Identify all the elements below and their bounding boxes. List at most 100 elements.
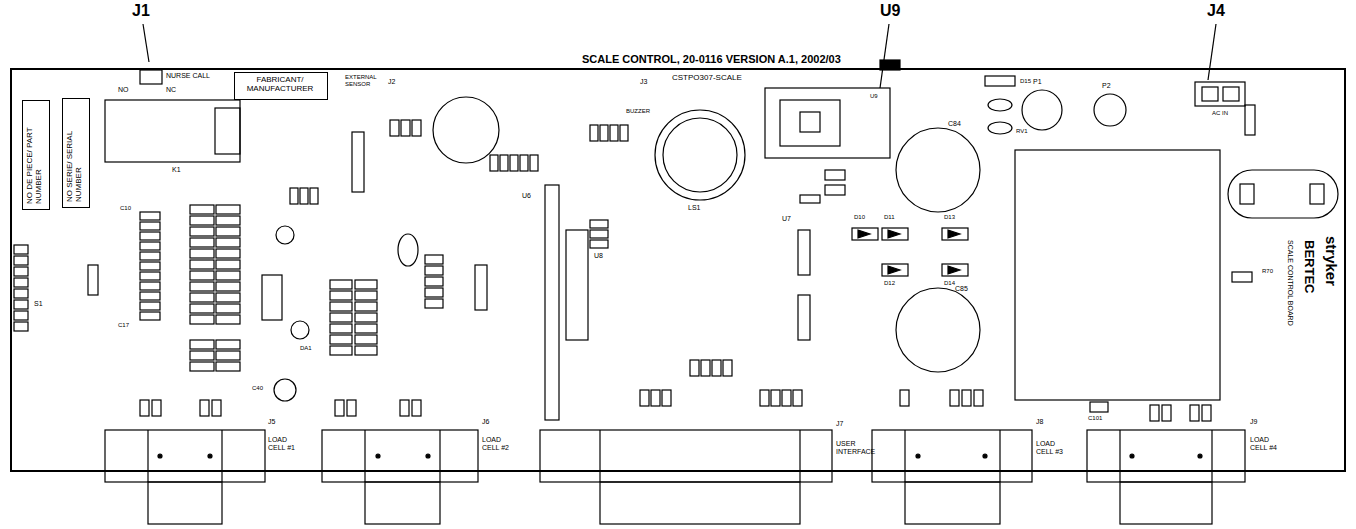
silkscreen-label: C17 [118, 322, 129, 329]
callout-label: U9 [880, 2, 900, 20]
silkscreen-label: K1 [172, 166, 181, 174]
regulator [780, 100, 840, 146]
silkscreen-label: D14 [944, 280, 955, 287]
dsub-connector [1087, 430, 1245, 524]
regulator [800, 112, 820, 132]
silkscreen-label: R70 [1262, 268, 1273, 275]
circuit-board: SCALE CONTROL, 20-0116 VERSION A.1, 2002… [10, 68, 1346, 472]
silkscreen-label: U8 [594, 252, 603, 260]
silkscreen-label: EXTERNAL SENSOR [345, 74, 385, 87]
silkscreen-label: LOAD CELL #3 [1036, 440, 1070, 455]
power-connector [1223, 87, 1239, 101]
silkscreen-label: J2 [388, 78, 395, 86]
capacitor [433, 97, 499, 163]
silkscreen-label: D12 [884, 280, 895, 287]
silkscreen-label: C84 [948, 120, 961, 128]
header-connector [140, 70, 162, 84]
silkscreen-label: U9 [870, 93, 878, 100]
silkscreen-label: BUZZER [626, 108, 650, 115]
buzzer [663, 118, 737, 192]
silkscreen-label: BERTEC [1302, 240, 1316, 293]
silkscreen-label: U7 [782, 215, 791, 223]
silkscreen-label: C101 [1088, 415, 1102, 422]
potentiometer [1094, 94, 1126, 126]
silkscreen-label: NC [166, 86, 176, 94]
component [88, 265, 98, 295]
ic-chip [545, 185, 559, 420]
component [985, 76, 1015, 86]
marking-box: NO DE PIECE/ PART NUMBER [22, 100, 50, 210]
capacitor [274, 379, 296, 401]
ic-chip [262, 275, 282, 320]
diode [852, 228, 968, 276]
smd-component [140, 60, 1211, 421]
ic-chip [475, 265, 487, 310]
component [988, 99, 1012, 111]
ic-chip [798, 230, 810, 275]
silkscreen-label: LOAD CELL #4 [1250, 436, 1284, 451]
power-connector [1202, 87, 1218, 101]
transformer [1015, 150, 1220, 400]
callout-label: J4 [1207, 2, 1225, 20]
ic-chip [352, 132, 364, 192]
marking-box: NO SERIE/ SERIAL NUMBER [62, 98, 90, 208]
component [988, 122, 1012, 134]
callout-label: J1 [132, 2, 150, 20]
board-title: SCALE CONTROL, 20-0116 VERSION A.1, 2002… [582, 53, 841, 65]
capacitor [276, 226, 294, 244]
silkscreen-label: P2 [1102, 82, 1111, 90]
silkscreen-label: D13 [944, 214, 955, 221]
marking-text: NO SERIE/ SERIAL NUMBER [66, 102, 84, 202]
silkscreen-label: SCALE CONTROL BOARD [1286, 240, 1294, 326]
regulator [765, 88, 890, 158]
buzzer [655, 110, 745, 200]
silkscreen-label: stryker [1322, 236, 1339, 286]
component [1245, 105, 1255, 135]
potentiometer [1022, 90, 1062, 130]
silkscreen-label: U6 [522, 192, 531, 200]
fuse-holder [1240, 184, 1254, 204]
crystal [398, 234, 418, 266]
marking-text: FABRICANT/ MANUFACTURER [238, 76, 322, 94]
power-connector [1195, 82, 1245, 106]
silkscreen-label: CSTPO307-SCALE [672, 74, 742, 83]
component [1232, 272, 1252, 282]
silkscreen-label: P1 [1033, 78, 1042, 86]
silkscreen-label: J5 [268, 418, 275, 426]
silkscreen-label: C10 [120, 205, 131, 212]
silkscreen-label: NURSE CALL [166, 72, 210, 80]
ic-chip [798, 295, 810, 340]
silkscreen-label: NO [118, 86, 129, 94]
silkscreen-label: J8 [1036, 418, 1043, 426]
capacitor [291, 321, 309, 339]
silkscreen-label: USER INTERFACE [836, 440, 884, 455]
silkscreen-label: J9 [1250, 418, 1257, 426]
silkscreen-label: D11 [884, 214, 895, 221]
pin-header [14, 245, 28, 331]
silkscreen-label: DA1 [300, 345, 312, 352]
silkscreen-label: LOAD CELL #2 [482, 436, 516, 451]
leader-line [143, 24, 149, 62]
silkscreen-label: RV1 [1016, 128, 1028, 135]
capacitor [896, 288, 980, 372]
relay [215, 108, 240, 154]
silkscreen-label: D10 [854, 214, 865, 221]
silkscreen-label: LS1 [688, 204, 700, 212]
dsub-connector [105, 430, 265, 524]
silkscreen-label: D15 [1020, 78, 1031, 85]
leader-line [880, 24, 889, 88]
silkscreen-label: J6 [482, 418, 489, 426]
silkscreen-label: AC IN [1212, 110, 1228, 117]
relay [105, 100, 240, 162]
fuse-holder [1228, 170, 1338, 218]
marking-box: FABRICANT/ MANUFACTURER [234, 72, 328, 100]
silkscreen-label: LOAD CELL #1 [268, 436, 302, 451]
silkscreen-label: C85 [955, 285, 968, 293]
leader-line [1208, 24, 1216, 80]
capacitor [896, 128, 980, 212]
dsub-connector [322, 430, 478, 524]
silkscreen-label: J7 [836, 420, 843, 428]
dsub-connector [540, 430, 832, 524]
resistor-array [140, 205, 443, 371]
silkscreen-label: C40 [252, 385, 263, 392]
